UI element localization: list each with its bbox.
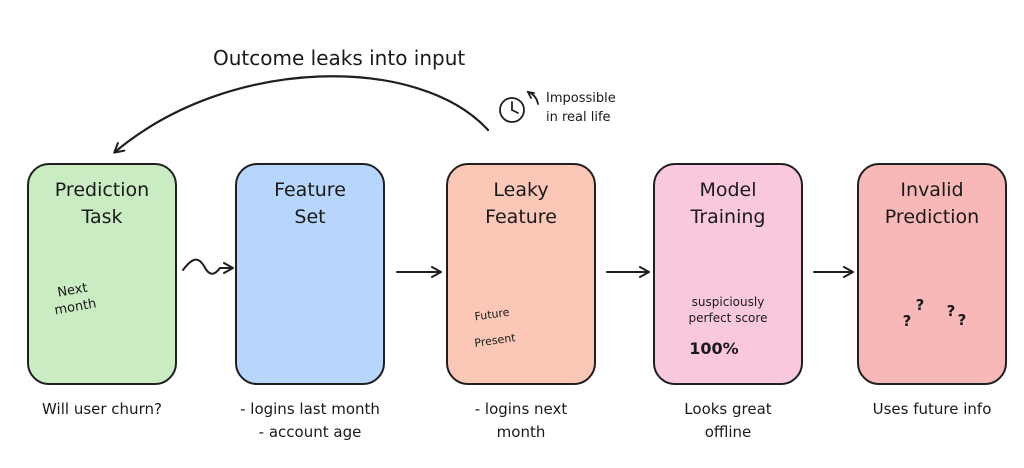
card-title: Leaky Feature [485, 179, 557, 228]
score-value: 100% [689, 339, 739, 358]
caption-feature-set: - logins last month - account age [240, 400, 380, 441]
clock-icon [499, 90, 539, 123]
leak-label: Outcome leaks into input [213, 46, 466, 70]
clock-note: Impossible in real life [546, 91, 616, 125]
question-mark: ? [902, 312, 912, 330]
card-prediction-task: Prediction Task [27, 163, 177, 385]
caption-leaky-feature: - logins next month [474, 400, 568, 441]
card-title: Model Training [690, 179, 766, 228]
caption-model-training: Looks great offline [684, 400, 772, 441]
card-feature-set: Feature Set [235, 163, 385, 385]
card-title: Prediction Task [54, 179, 150, 228]
squiggle-arrow-1 [182, 258, 234, 275]
score-note: suspiciously perfect score [688, 295, 768, 325]
caption-invalid-prediction: Uses future info [872, 400, 992, 418]
card-title: Feature Set [274, 179, 346, 228]
card-leaky-feature: Leaky Feature [446, 163, 596, 385]
card-model-training: Model Training [653, 163, 803, 385]
leak-feedback-arrow [113, 75, 490, 154]
caption-prediction-task: Will user churn? [42, 400, 162, 418]
question-mark: ? [957, 311, 967, 329]
card-invalid-prediction: Invalid Prediction [857, 163, 1007, 385]
question-mark: ? [946, 302, 956, 320]
question-mark: ? [915, 296, 925, 314]
card-title: Invalid Prediction [884, 179, 980, 228]
